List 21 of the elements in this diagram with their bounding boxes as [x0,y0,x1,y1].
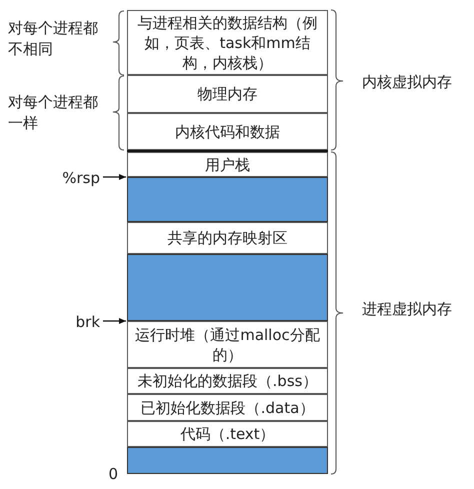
memory-region [127,447,328,474]
annotation-label: 0 [107,464,118,485]
memory-segment: 物理内存 [127,75,328,113]
memory-segment: 共享的内存映射区 [127,222,328,254]
memory-segment: 未初始化的数据段（.bss） [127,368,328,394]
annotation-label: 对每个进程都一样 [8,92,99,134]
memory-segment: 与进程相关的数据结构（例如，页表、task和mm结构，内核栈） [127,10,328,75]
pointer-label: %rsp [60,168,100,188]
memory-region [127,254,328,321]
pointer-label: brk [66,312,100,332]
memory-segment: 代码（.text） [127,421,328,447]
arrow [103,174,126,180]
memory-segment: 已初始化数据段（.data） [127,394,328,421]
memory-region [127,177,328,222]
arrow [103,318,126,324]
memory-segment: 内核代码和数据 [127,113,328,150]
annotation-label: 进程虚拟内存 [362,299,453,320]
annotation-label: 对每个进程都不相同 [8,18,99,60]
annotation-label: 内核虚拟内存 [362,72,453,93]
memory-segment: 用户栈 [127,152,328,177]
memory-segment: 运行时堆（通过malloc分配的） [127,321,328,368]
